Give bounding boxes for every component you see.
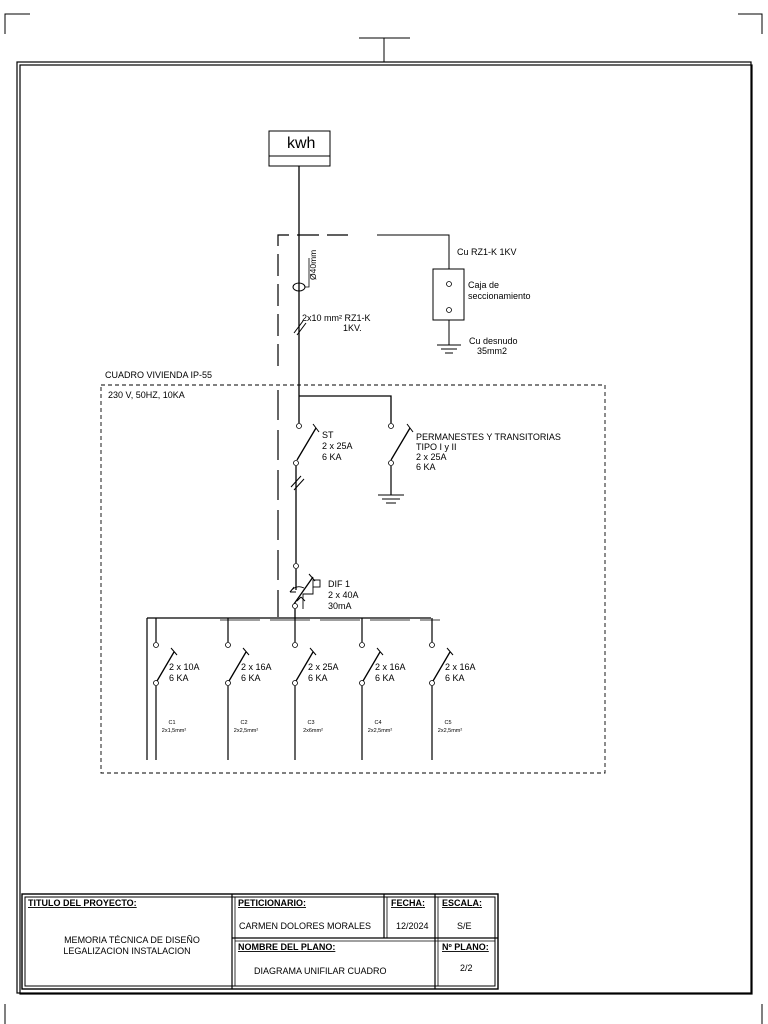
surge-label: PERMANESTES Y TRANSITORIAS [416, 432, 561, 442]
panel-spec: 230 V, 50HZ, 10KA [108, 390, 185, 400]
scale-value: S/E [457, 921, 472, 931]
circuit-id: C1 [168, 720, 175, 726]
supply-cable-label: 2x10 mm² RZ1-K [302, 313, 371, 323]
surge-label: 2 x 25A [416, 452, 447, 462]
crop-marks [4, 13, 763, 1024]
energy-meter: kwh [268, 130, 331, 167]
plan-name-value: DIAGRAMA UNIFILAR CUADRO [254, 966, 387, 976]
breaker-rating: 2 x 16A [445, 662, 476, 672]
circuit-section: 2x2,5mm² [368, 728, 393, 734]
plan-number-value: 2/2 [460, 963, 473, 973]
circuit-id: C2 [240, 720, 247, 726]
grounding-section [377, 234, 465, 354]
differential-name: DIF 1 [328, 579, 350, 589]
conduit-label: Ø40mm [308, 250, 318, 280]
date-label: FECHA: [391, 898, 425, 908]
surge-label: TIPO I y II [416, 442, 457, 452]
breaker-breaking: 6 KA [241, 673, 261, 683]
breaker-breaking: 6 KA [375, 673, 395, 683]
title-block [21, 893, 499, 990]
plan-name-label: NOMBRE DEL PLANO: [238, 942, 335, 952]
earth-symbol [437, 344, 461, 354]
earth-conductor-label: 35mm2 [477, 346, 507, 356]
main-switch-name: ST [322, 430, 334, 440]
circuit-id: C3 [307, 720, 314, 726]
breaker-rating: 2 x 25A [308, 662, 339, 672]
surge-protector [378, 423, 414, 504]
project-title-value: LEGALIZACION INSTALACION [63, 946, 190, 956]
main-busbar [299, 395, 392, 423]
circuit-section: 2x6mm² [303, 728, 323, 734]
panel-title: CUADRO VIVIENDA IP-55 [105, 370, 212, 380]
earth-cable-label: Cu RZ1-K 1KV [457, 247, 517, 257]
main-switch [290, 423, 320, 590]
breaker-rating: 2 x 10A [169, 662, 200, 672]
main-switch-rating: 2 x 25A [322, 441, 353, 451]
date-value: 12/2024 [396, 921, 429, 931]
breaker-breaking: 6 KA [445, 673, 465, 683]
earth-conductor-label: Cu desnudo [469, 336, 518, 346]
circuit-section: 2x2,5mm² [438, 728, 463, 734]
supply-cable-label: 1KV. [343, 323, 362, 333]
scale-label: ESCALA: [442, 898, 482, 908]
circuit-id: C5 [444, 720, 451, 726]
plan-number-label: Nº PLANO: [442, 942, 489, 952]
differential-sensitivity: 30mA [328, 601, 352, 611]
disconnect-box-label: Caja de [468, 280, 499, 290]
supply-box-outline [277, 234, 348, 617]
conductor-tick [296, 322, 307, 336]
applicant-value: CARMEN DOLORES MORALES [239, 921, 371, 931]
circuit-id: C4 [374, 720, 381, 726]
surge-label: 6 KA [416, 462, 436, 472]
sheet-frame [16, 61, 753, 995]
meter-label: kwh [287, 135, 315, 152]
breaker-rating: 2 x 16A [241, 662, 272, 672]
applicant-label: PETICIONARIO: [238, 898, 306, 908]
breaker-rating: 2 x 16A [375, 662, 406, 672]
circuit-section: 2x2,5mm² [234, 728, 259, 734]
project-title-value: MEMORIA TÉCNICA DE DISEÑO [64, 935, 200, 945]
disconnect-box-label: seccionamiento [468, 291, 531, 301]
conductor-tick [293, 320, 304, 334]
breaker-breaking: 6 KA [169, 673, 189, 683]
panel-enclosure: CUADRO VIVIENDA IP-55 230 V, 50HZ, 10KA [100, 370, 606, 774]
main-switch-breaking: 6 KA [322, 452, 342, 462]
project-title-label: TITULO DEL PROYECTO: [28, 898, 137, 908]
breaker-breaking: 6 KA [308, 673, 328, 683]
differential-switch [289, 573, 321, 618]
supply-feeder [292, 166, 310, 423]
circuit-bus [146, 617, 431, 760]
circuit-section: 2x1,5mm² [162, 728, 187, 734]
differential-rating: 2 x 40A [328, 590, 359, 600]
